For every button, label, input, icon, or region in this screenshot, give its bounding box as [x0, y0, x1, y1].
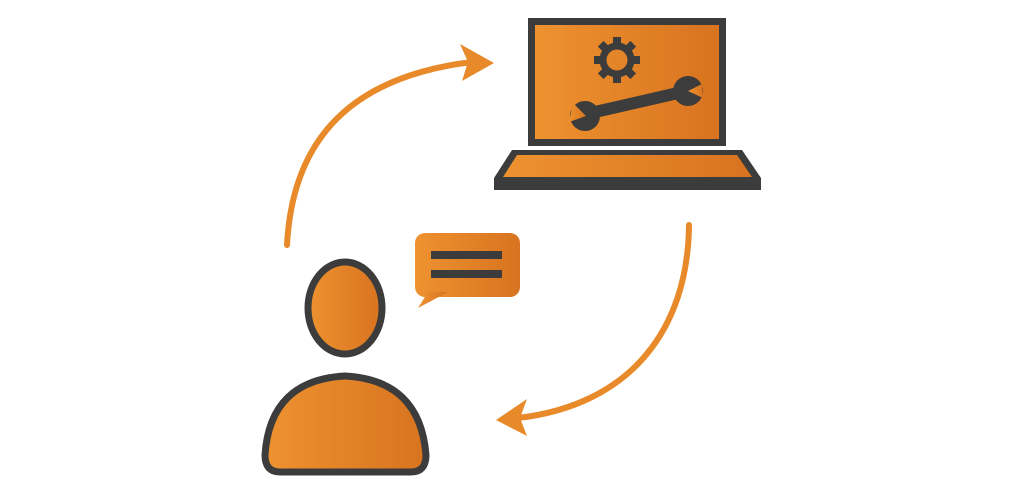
- wrench-icon: [569, 76, 703, 131]
- person-icon: [261, 258, 430, 476]
- speech-bubble-icon: [415, 233, 520, 308]
- laptop-icon: [494, 18, 761, 190]
- arrow-down-left-icon: [496, 222, 692, 436]
- person-head: [304, 258, 386, 358]
- bubble-line-bottom: [431, 270, 502, 278]
- arrow-up-right-icon: [284, 44, 494, 248]
- person-body: [261, 372, 430, 476]
- gear-icon: [594, 37, 640, 83]
- bubble-line-top: [431, 251, 502, 259]
